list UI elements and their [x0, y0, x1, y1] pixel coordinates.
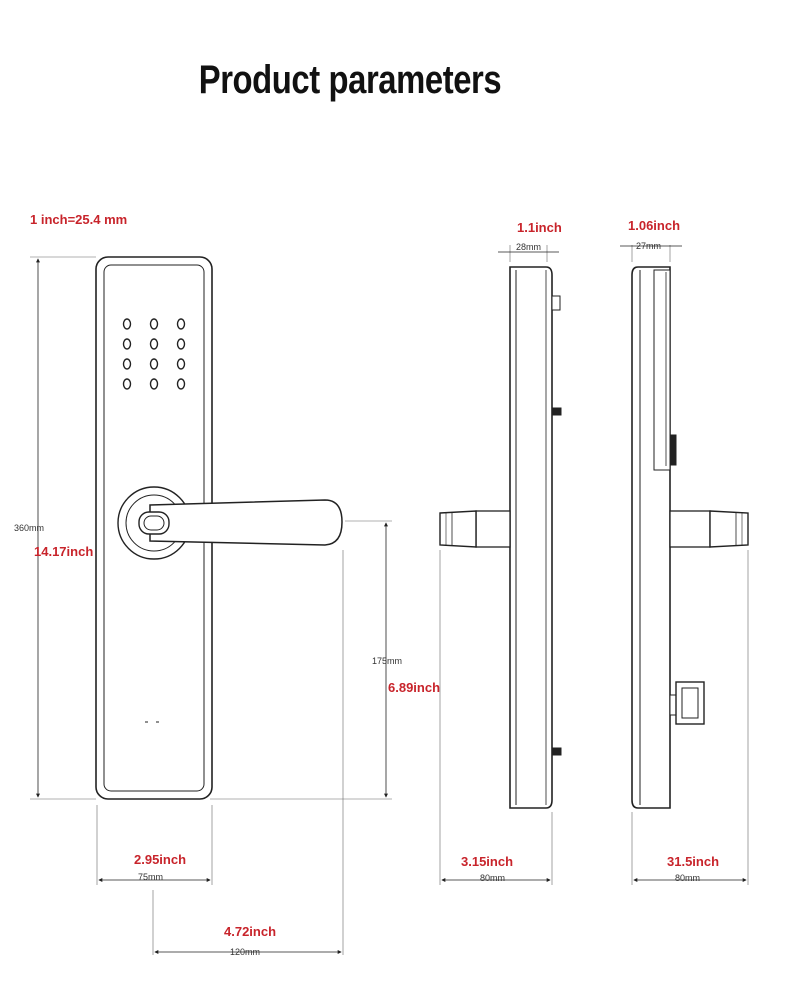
keypad-key [122, 338, 132, 350]
panel-width-mm: 75mm [138, 872, 163, 882]
total-width-mm: 120mm [230, 947, 260, 957]
keypad-key [149, 378, 159, 390]
side-lever-right [709, 510, 749, 548]
front-view [95, 256, 343, 800]
height-inch: 14.17inch [34, 544, 93, 559]
side-lever-left [439, 510, 477, 548]
total-width-inch: 4.72inch [224, 924, 276, 939]
keypad-key [149, 318, 159, 330]
dim-total-width: 4.72inch 120mm [152, 550, 344, 957]
height-mm: 360mm [14, 523, 44, 533]
keypad-key [176, 338, 186, 350]
dim-right-bottom: 31.5inch 80mm [631, 550, 749, 885]
panel-width-inch: 2.95inch [134, 852, 186, 867]
keypad-key [176, 378, 186, 390]
keypad-key [122, 358, 132, 370]
right-bottom-mm: 80mm [675, 873, 700, 883]
keypad-key [149, 338, 159, 350]
page-title: Product parameters [198, 58, 502, 102]
dim-handle-offset: 175mm 6.89inch [210, 520, 440, 800]
handle-lever [149, 499, 343, 546]
keypad-key [122, 378, 132, 390]
dim-panel-width: 2.95inch 75mm [96, 805, 213, 885]
dim-left-top: 1.1inch 28mm [498, 220, 562, 262]
dim-right-top: 1.06inch 27mm [620, 218, 682, 262]
right-top-mm: 27mm [636, 241, 661, 251]
right-top-inch: 1.06inch [628, 218, 680, 233]
side-view-left [439, 266, 562, 809]
dim-height: 360mm 14.17inch [14, 256, 96, 800]
handle-offset-mm: 175mm [372, 656, 402, 666]
keypad [122, 318, 186, 390]
left-top-inch: 1.1inch [517, 220, 562, 235]
side-view-right [631, 266, 749, 809]
right-bottom-inch: 31.5inch [667, 854, 719, 869]
conversion-note: 1 inch=25.4 mm [30, 212, 127, 227]
keypad-key [176, 318, 186, 330]
handle-offset-inch: 6.89inch [388, 680, 440, 695]
dim-left-bottom: 3.15inch 80mm [439, 550, 553, 885]
left-bottom-inch: 3.15inch [461, 854, 513, 869]
keypad-key [176, 358, 186, 370]
keypad-key [149, 358, 159, 370]
left-bottom-mm: 80mm [480, 873, 505, 883]
left-top-mm: 28mm [516, 242, 541, 252]
keypad-key [122, 318, 132, 330]
